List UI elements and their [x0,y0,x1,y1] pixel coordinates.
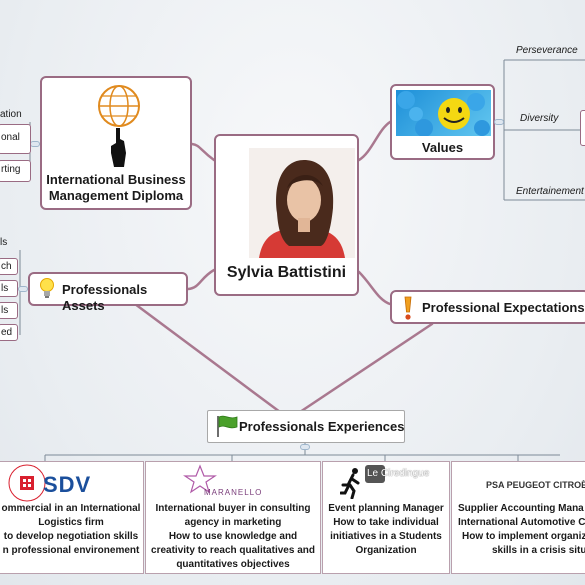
diploma-collapse-toggle[interactable] [30,141,40,147]
diploma-node[interactable]: International Business Management Diplom… [40,76,192,210]
experience-line: International Automotive C [458,517,585,528]
asset-item-2[interactable]: ch [0,258,18,275]
profile-photo [249,148,355,258]
experiences-node[interactable]: Professionals Experiences [207,410,405,443]
experience-line: International buyer in consulting [155,503,311,514]
ciredingue-logo-text: Le Ciredingue [367,468,430,479]
experience-line: How to use knowledge and [168,531,298,542]
center-node[interactable]: Sylvia Battistini [214,134,359,296]
experience-line: n professional environement [2,545,140,556]
experiences-collapse-toggle[interactable] [300,444,310,450]
experience-line: agency in marketing [184,517,282,528]
experience-card-sdv[interactable]: SDV ommercial in an International Logist… [0,461,144,574]
maranello-logo-text: MARANELLO [204,488,263,497]
experience-line: How to take individual [333,517,439,528]
psa-logo-text: PSA PEUGEOT CITROËN [486,480,585,490]
experience-card-maranello-text: International buyer in consulting agency… [146,502,320,572]
asset-item-4[interactable]: ls [0,302,18,319]
experience-line: How to implement organiz [462,531,585,542]
assets-title: Professionals Assets [62,282,148,313]
experience-line: Event planning Manager [328,503,444,514]
assets-node[interactable]: Professionals Assets [28,272,188,313]
expectations-node[interactable]: Professional Expectations [390,290,585,324]
experience-card-ciredingue-text: Event planning Manager How to take indiv… [323,502,449,558]
lightbulb-icon [40,278,54,298]
diploma-title-line1: International Business [46,172,186,187]
diversity-child-box[interactable] [580,110,585,146]
profile-photo-graphic [259,160,345,258]
experience-line: Supplier Accounting Mana [458,503,584,514]
center-name: Sylvia Battistini [226,264,347,281]
experience-card-maranello[interactable]: MARANELLO International buyer in consult… [145,461,321,574]
experience-line: quantitatives objectives [176,559,290,570]
smileys-image [396,90,491,136]
experience-line: to develop negotiation skills [3,531,139,542]
diploma-item-1[interactable]: ation [0,109,22,120]
experience-line: creativity to reach qualitatives and [151,545,315,556]
asset-item-5[interactable]: ed [0,324,18,341]
experience-line: initiatives in a Students [330,531,442,542]
diploma-title-line2: Management Diploma [48,188,184,203]
experience-card-psa-text: Supplier Accounting Mana International A… [458,502,585,558]
experience-line: ommercial in an International [1,503,141,514]
flag-icon [217,415,238,437]
ciredingue-logo-box [365,465,385,483]
asset-item-1[interactable]: ls [0,237,8,248]
experience-line: skills in a crisis situat [492,545,585,556]
experience-card-ciredingue[interactable]: Le Ciredingue Event planning Manager How… [322,461,450,574]
running-man-icon [340,468,360,499]
value-item-entertainement[interactable]: Entertainement [516,186,584,197]
value-item-perseverance[interactable]: Perseverance [516,45,578,56]
sdv-logo [8,464,46,502]
asset-item-3[interactable]: ls [0,280,18,297]
exclamation-icon [404,296,412,320]
values-node[interactable]: Values [390,84,495,160]
diploma-title: International Business Management Diplom… [42,172,190,204]
experiences-title: Professionals Experiences [239,419,405,434]
values-collapse-toggle[interactable] [494,119,504,125]
experience-card-psa[interactable]: PSA PEUGEOT CITROËN Supplier Accounting … [451,461,585,574]
experience-line: Logistics firm [38,517,104,528]
diploma-item-2[interactable]: onal [0,124,31,154]
diploma-item-3[interactable]: rting [0,160,31,182]
values-title: Values [421,140,464,155]
experience-line: Organization [355,545,417,556]
sdv-logo-text: SDV [43,472,92,497]
assets-collapse-toggle[interactable] [18,286,28,292]
maranello-star-logo [183,464,217,494]
expectations-title: Professional Expectations [422,300,585,315]
experience-card-sdv-text: ommercial in an International Logistics … [0,502,143,558]
value-item-diversity[interactable]: Diversity [520,113,559,124]
globe-hand-icon [98,85,140,167]
